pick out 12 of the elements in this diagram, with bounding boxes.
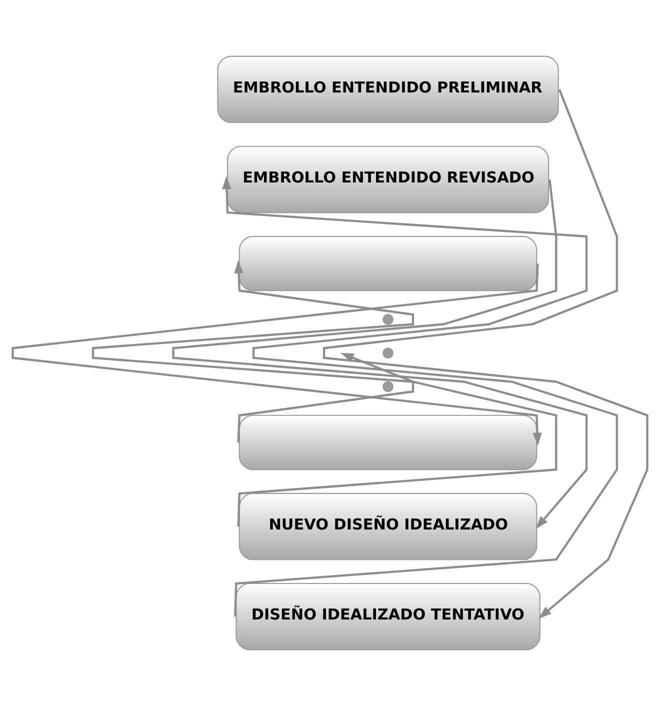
node-box: EMBROLLO ENTENDIDO REVISADO xyxy=(226,146,550,214)
node-box xyxy=(238,414,538,470)
arrow xyxy=(222,176,618,617)
node-box xyxy=(238,236,538,292)
node-box: DISEÑO IDEALIZADO TENTATIVO xyxy=(236,582,540,650)
node-box: NUEVO DISEÑO IDEALIZADO xyxy=(238,492,538,560)
arrow xyxy=(12,263,542,446)
node-box: EMBROLLO ENTENDIDO PRELIMINAR xyxy=(217,56,559,124)
arrow xyxy=(172,179,588,530)
arrow xyxy=(237,352,414,443)
arrow xyxy=(92,260,558,527)
arrow xyxy=(322,89,648,619)
